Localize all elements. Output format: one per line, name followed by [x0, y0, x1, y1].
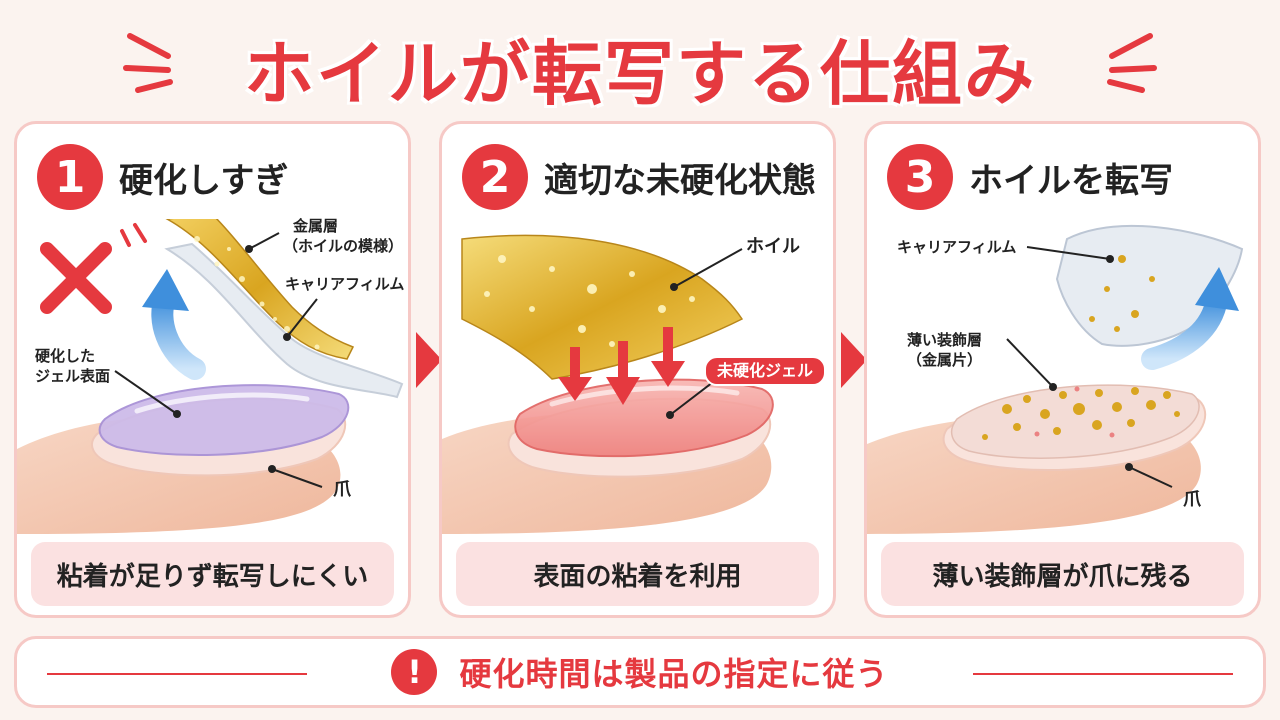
panel-title: ホイルを転写: [969, 160, 1173, 201]
x-mark-icon: [40, 242, 112, 314]
footer-divider-left: [47, 673, 307, 675]
press-down-arrows-icon: [558, 327, 685, 405]
panel-header: 2 適切な未硬化状態: [462, 142, 816, 212]
panel-title: 硬化しすぎ: [119, 160, 289, 201]
thin-layer-sub-label: （金属片）: [907, 351, 983, 369]
next-step-arrow-icon: [841, 332, 867, 388]
footer-divider-right: [973, 673, 1233, 675]
peel-up-arrow-icon: [142, 269, 206, 380]
cured-surface-label: 硬化した: [35, 347, 96, 365]
nail-label: 爪: [1183, 489, 1201, 510]
panel-caption: 表面の粘着を利用: [456, 542, 819, 606]
panel-foil-transfer: 3 ホイルを転写: [864, 121, 1261, 618]
warning-icon: !: [391, 649, 438, 695]
panel-title: 適切な未硬化状態: [544, 160, 816, 201]
metal-layer-label: 金属層: [293, 217, 339, 235]
step-number-badge: 2: [462, 144, 528, 210]
lift-up-arrow-icon: [1141, 267, 1239, 370]
carrier-film-label: キャリアフィルム: [285, 275, 405, 293]
nail-label: 爪: [333, 479, 351, 500]
thin-layer-label: 薄い装飾層: [907, 331, 983, 349]
panel-header: 1 硬化しすぎ: [37, 142, 288, 212]
step-number-badge: 3: [887, 144, 953, 210]
burst-lines-right-icon: [1107, 33, 1157, 93]
over-cured-illustration: [17, 219, 404, 534]
carrier-film-label: キャリアフィルム: [897, 238, 1017, 256]
carrier-film: [164, 242, 404, 399]
panel-over-cured: 1 硬化しすぎ: [14, 121, 411, 618]
foil-label: ホイル: [746, 236, 800, 257]
footer-text: 硬化時間は製品の指定に従う: [459, 655, 889, 693]
cured-surface-sub-label: ジェル表面: [35, 367, 111, 385]
metal-flakes: [982, 387, 1180, 440]
step-number-badge: 1: [37, 144, 103, 210]
uncured-gel-tag: 未硬化ジェル: [704, 356, 827, 386]
panel-proper-uncured: 2 適切な未硬化状態: [439, 121, 836, 618]
panel-caption: 薄い装飾層が爪に残る: [881, 542, 1244, 606]
page-title: ホイルが転写する仕組み: [244, 33, 1036, 115]
metal-flakes-on-edge: [1034, 386, 1115, 438]
next-step-arrow-icon: [416, 332, 442, 388]
metal-layer-sub-label: （ホイルの模様）: [283, 237, 404, 255]
footer-note: ! 硬化時間は製品の指定に従う: [14, 636, 1266, 708]
uncured-gel-illustration: [442, 234, 774, 534]
panel-caption: 粘着が足りず転写しにくい: [31, 542, 394, 606]
transfer-illustration: [867, 224, 1244, 534]
burst-lines-left-icon: [123, 33, 173, 93]
panel-header: 3 ホイルを転写: [887, 142, 1173, 212]
metal-foil-layer: [165, 219, 355, 360]
